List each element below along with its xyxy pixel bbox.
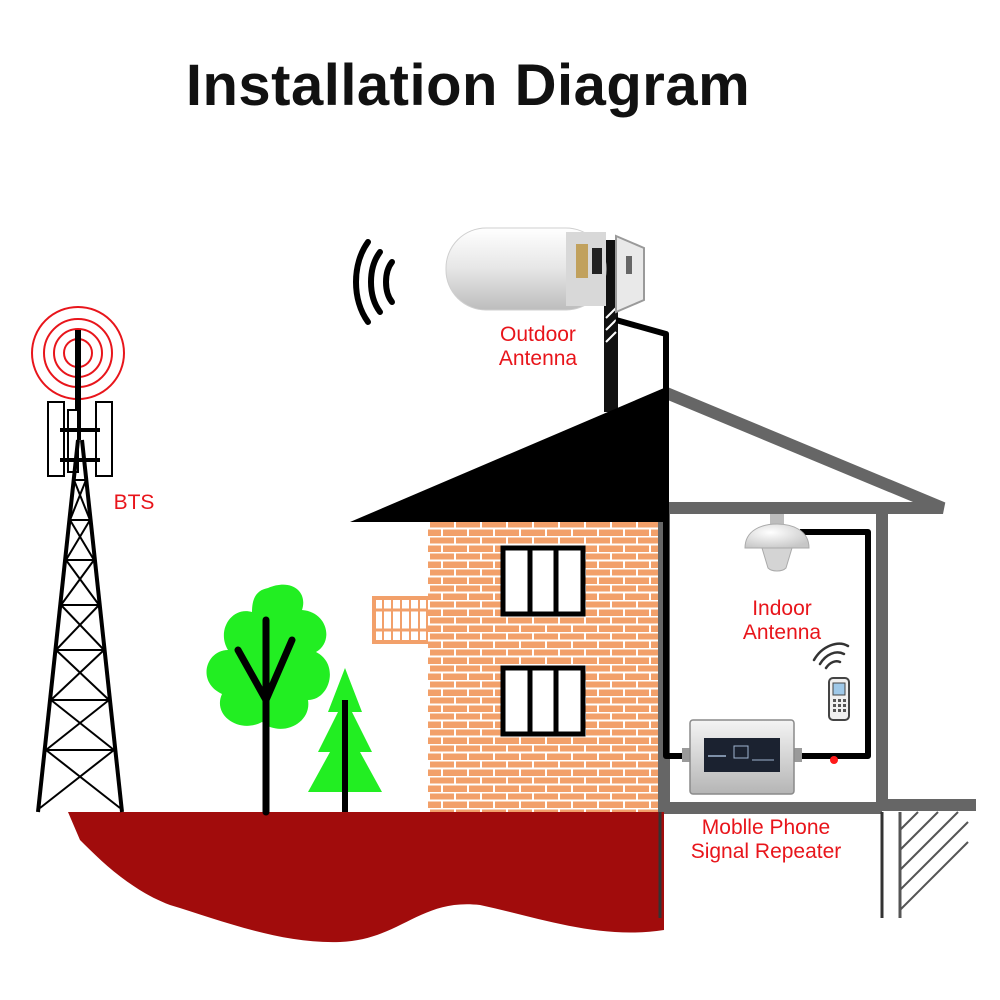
page-title: Installation Diagram xyxy=(185,53,751,118)
outdoor-antenna-label-line1: Outdoor xyxy=(500,323,576,346)
house-roof xyxy=(350,388,664,522)
outdoor-antenna xyxy=(445,227,645,314)
antenna-mast xyxy=(604,240,618,412)
basement xyxy=(658,811,969,918)
repeater-label-line2: Signal Repeater xyxy=(690,840,842,863)
bts-tower xyxy=(31,306,125,813)
mobile-phone-icon xyxy=(812,642,850,721)
tree-icon xyxy=(206,584,330,816)
repeater-label-line1: Moblle Phone xyxy=(701,816,831,839)
outdoor-antenna-label-line2: Antenna xyxy=(498,347,578,370)
bts-lattice xyxy=(39,479,121,809)
repeater-label: Moblle Phone Signal Repeater xyxy=(666,816,866,864)
window-icon xyxy=(500,665,586,737)
bts-label-text: BTS xyxy=(113,491,155,514)
window-icon xyxy=(500,545,586,617)
antenna-cable xyxy=(615,317,686,759)
signal-repeater xyxy=(682,719,838,795)
indoor-ceiling-antenna xyxy=(744,514,810,572)
indoor-antenna-label: Indoor Antenna xyxy=(722,597,842,645)
outdoor-antenna-label: Outdoor Antenna xyxy=(478,323,598,371)
balcony-icon xyxy=(372,596,430,644)
indoor-antenna-label-line1: Indoor xyxy=(752,597,812,620)
ground xyxy=(68,812,664,943)
pine-tree-icon xyxy=(308,668,382,812)
bts-label: BTS xyxy=(104,491,164,515)
signal-waves-icon xyxy=(353,239,395,325)
indoor-antenna-label-line2: Antenna xyxy=(742,621,822,644)
